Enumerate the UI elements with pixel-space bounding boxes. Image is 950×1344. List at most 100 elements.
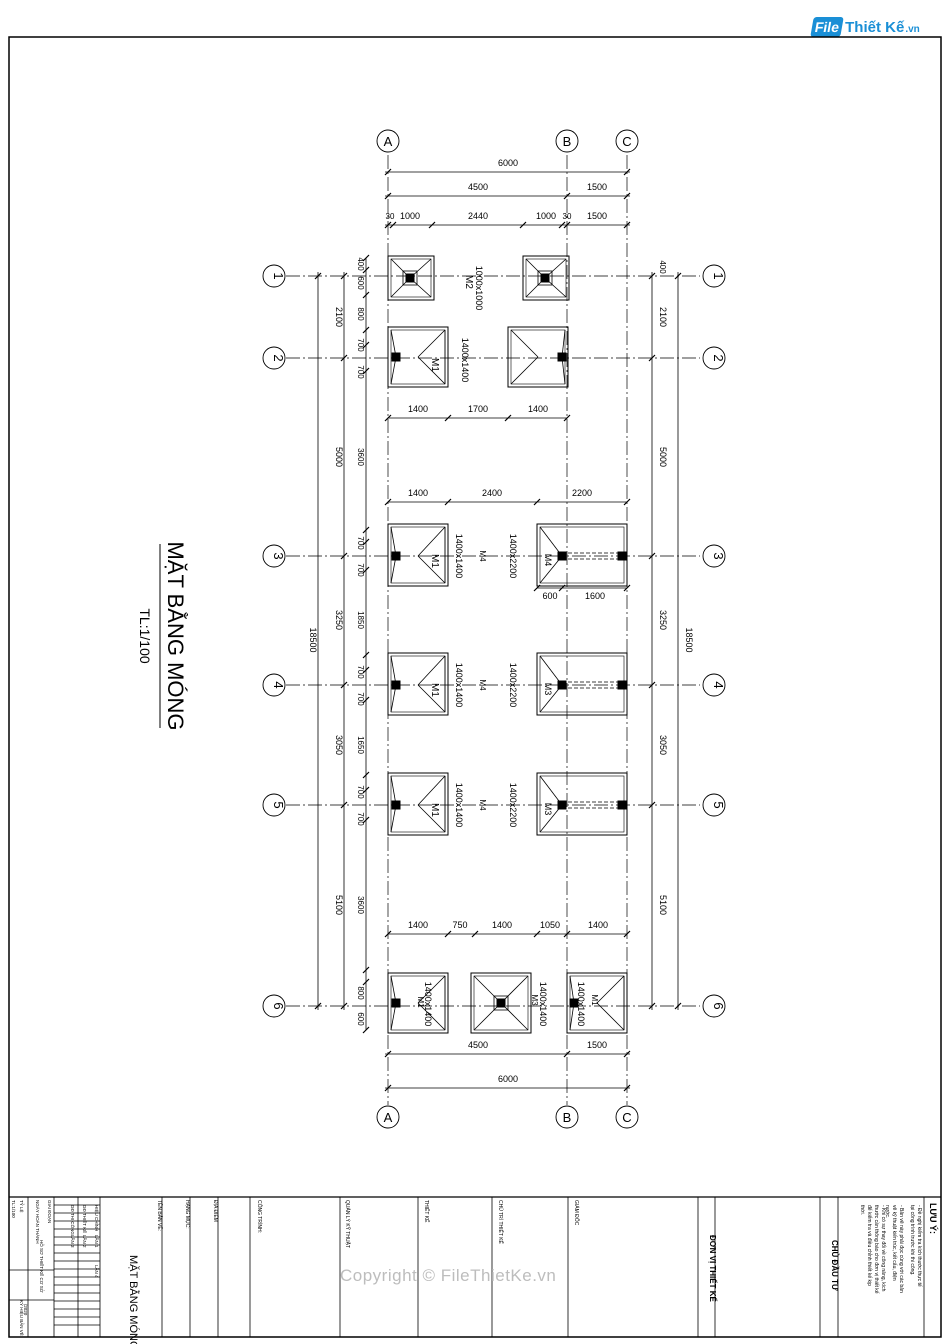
tb-designer: ĐƠN VỊ THIẾT KẾ	[708, 1235, 718, 1302]
dim-right-5000: 5000	[658, 447, 668, 467]
dim-left-3050: 3050	[334, 735, 344, 755]
footing-label-r2-m1: M1	[429, 358, 440, 372]
dim-left-inner-2: 800	[356, 307, 365, 321]
axis-label-bottom-A: A	[384, 1110, 393, 1125]
footing-m1-r4-diag2	[417, 655, 446, 686]
dim-r3-600: 600	[542, 591, 557, 601]
tick	[389, 221, 397, 229]
footing-m2-b-inner	[525, 258, 567, 298]
tb-sheetname: MẶT BẰNG MÓNG	[127, 1255, 140, 1344]
dim-left-5100: 5100	[334, 895, 344, 915]
dim-top-1500b: 1500	[587, 211, 607, 221]
tick	[563, 414, 571, 422]
tick	[533, 498, 541, 506]
tb-note-2-1: thước cần thông báo cho đơn vị thiết kế	[873, 1205, 879, 1294]
tick	[384, 192, 392, 200]
footing-m2-b-column	[540, 273, 550, 283]
tick	[384, 1084, 392, 1092]
axis-bubble-top-A	[376, 129, 400, 153]
tick	[674, 272, 682, 280]
dim-right-5100: 5100	[658, 895, 668, 915]
tick	[533, 930, 541, 938]
dim-left-inner-13: 700	[356, 812, 365, 826]
footing-label-r4-m4: M4	[478, 679, 487, 691]
footing-m3-r6-inner	[473, 975, 529, 1031]
tick	[623, 930, 631, 938]
axis-label-right-3: 3	[711, 552, 726, 559]
footing-label-r5-m1: M1	[429, 803, 440, 817]
axis-bubble-right-5	[702, 793, 726, 817]
footing-m1-r5-diag	[390, 775, 397, 806]
axis-label-left-2: 2	[271, 354, 286, 361]
tick	[314, 1002, 322, 1010]
dim-bot-total: 6000	[498, 1074, 518, 1084]
column-c-r5	[617, 800, 627, 810]
dim-left-inner-7: 700	[356, 563, 365, 577]
dim-r3-1600: 1600	[585, 591, 605, 601]
footing-label-r4-m1: M1	[429, 683, 440, 697]
footing-m3-r6-column	[496, 998, 506, 1008]
dim-r6-1050: 1050	[540, 920, 560, 930]
dim-right-18500: 18500	[684, 627, 694, 652]
footing-m1-r2a-column	[391, 352, 401, 362]
tick	[362, 341, 370, 349]
footing-m2-a-pedestal	[402, 270, 418, 286]
footing-label-r3-m4-size: 1400x2200	[508, 534, 518, 579]
tick	[362, 651, 370, 659]
tick	[471, 930, 479, 938]
drawing-scale: TL:1/100	[137, 608, 153, 663]
axis-bubble-left-3	[262, 544, 286, 568]
tick	[444, 498, 452, 506]
axis-bubble-top-C	[615, 129, 639, 153]
footing-m4-r3-column	[557, 551, 567, 561]
footing-m1-r2b	[507, 326, 569, 388]
tick	[384, 168, 392, 176]
tick	[504, 414, 512, 422]
footing-m1-r2a-diag2	[417, 329, 446, 358]
axis-label-right-4: 4	[711, 681, 726, 688]
footing-label-r2-m1-size: 1400x1400	[460, 338, 470, 383]
tick	[558, 221, 566, 229]
dim-top-total: 6000	[498, 158, 518, 168]
axis-label-top-B: B	[563, 134, 572, 149]
tb-scale-val: TL:1/100	[11, 1200, 16, 1218]
axis-label-left-3: 3	[271, 552, 286, 559]
tb-date-label: NGÀY HOÀN THÀNH	[35, 1200, 41, 1244]
dim-left-inner-14: 3600	[356, 896, 365, 914]
dim-r3-2200: 2200	[572, 488, 592, 498]
tb-notes-title: LƯU Ý:	[928, 1203, 939, 1234]
tb-design: THIẾT KẾ	[423, 1200, 430, 1223]
site-logo[interactable]: File Thiết Kế .vn	[810, 14, 920, 40]
dim-left-inner-4: 700	[356, 365, 365, 379]
footing-m1-r3-column	[391, 551, 401, 561]
dim-top-1000b: 1000	[536, 211, 556, 221]
tick	[362, 254, 370, 262]
tick	[384, 498, 392, 506]
tick	[623, 168, 631, 176]
footing-label-r5-m4: M4	[478, 799, 487, 811]
axis-bubble-left-4	[262, 673, 286, 697]
footing-m2-a	[387, 255, 435, 301]
footing-m1-r3-diag2	[417, 526, 446, 557]
tb-code-label: KÝ HIỆU BẢN VẼ	[19, 1300, 26, 1336]
footing-m1-r6c-diag2	[596, 1002, 625, 1031]
footing-label-m2: M2	[463, 275, 474, 289]
footing-m1-r6c	[566, 972, 628, 1034]
tb-note-2-3: thời.	[859, 1205, 865, 1215]
dim-left-inner-11: 1650	[356, 736, 365, 754]
axis-bubble-right-3	[702, 544, 726, 568]
footing-label-r6-m1-c-size: 1400x1400	[576, 982, 586, 1027]
axis-bubble-right-4	[702, 673, 726, 697]
dim-right-3050: 3050	[658, 735, 668, 755]
footing-m4-r4-diag	[539, 655, 563, 686]
column-c-r4	[617, 680, 627, 690]
tick	[623, 498, 631, 506]
tick	[519, 221, 527, 229]
dim-r6-750: 750	[452, 920, 467, 930]
footing-label-r6-m3: M3	[530, 994, 539, 1006]
tick	[362, 266, 370, 274]
dim-left-inner-5: 3600	[356, 448, 365, 466]
footing-m1-r2a-diag2	[417, 356, 446, 385]
axis-label-left-5: 5	[271, 801, 286, 808]
logo-name: Thiết Kế	[845, 18, 905, 36]
